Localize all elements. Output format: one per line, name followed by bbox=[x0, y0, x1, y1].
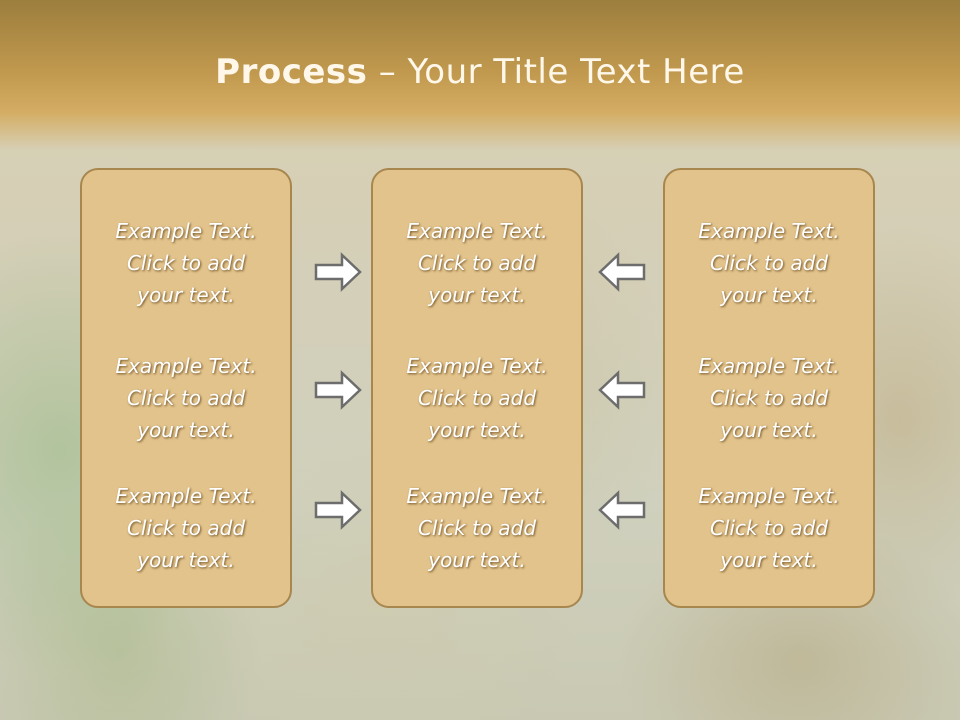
process-box-center[interactable]: Example Text. Click to add your text. Ex… bbox=[371, 168, 583, 608]
title-bar: Process – Your Title Text Here bbox=[0, 0, 960, 150]
title-text: Your Title Text Here bbox=[407, 52, 745, 92]
arrow-right-icon[interactable] bbox=[314, 490, 362, 530]
title-dash: – bbox=[367, 52, 408, 92]
arrow-left-icon[interactable] bbox=[598, 490, 646, 530]
box-text[interactable]: Example Text. Click to add your text. bbox=[406, 354, 548, 442]
box-text[interactable]: Example Text. Click to add your text. bbox=[406, 219, 548, 307]
box-text[interactable]: Example Text. Click to add your text. bbox=[406, 484, 548, 572]
box-text[interactable]: Example Text. Click to add your text. bbox=[115, 354, 257, 442]
arrow-right-icon[interactable] bbox=[314, 370, 362, 410]
slide-title[interactable]: Process – Your Title Text Here bbox=[0, 52, 960, 92]
box-text[interactable]: Example Text. Click to add your text. bbox=[698, 354, 840, 442]
box-text[interactable]: Example Text. Click to add your text. bbox=[698, 484, 840, 572]
title-bold-part: Process bbox=[215, 52, 368, 92]
process-box-left[interactable]: Example Text. Click to add your text. Ex… bbox=[80, 168, 292, 608]
arrow-right-icon[interactable] bbox=[314, 252, 362, 292]
box-text[interactable]: Example Text. Click to add your text. bbox=[115, 219, 257, 307]
box-text[interactable]: Example Text. Click to add your text. bbox=[115, 484, 257, 572]
process-box-right[interactable]: Example Text. Click to add your text. Ex… bbox=[663, 168, 875, 608]
box-text[interactable]: Example Text. Click to add your text. bbox=[698, 219, 840, 307]
arrow-left-icon[interactable] bbox=[598, 370, 646, 410]
arrow-left-icon[interactable] bbox=[598, 252, 646, 292]
